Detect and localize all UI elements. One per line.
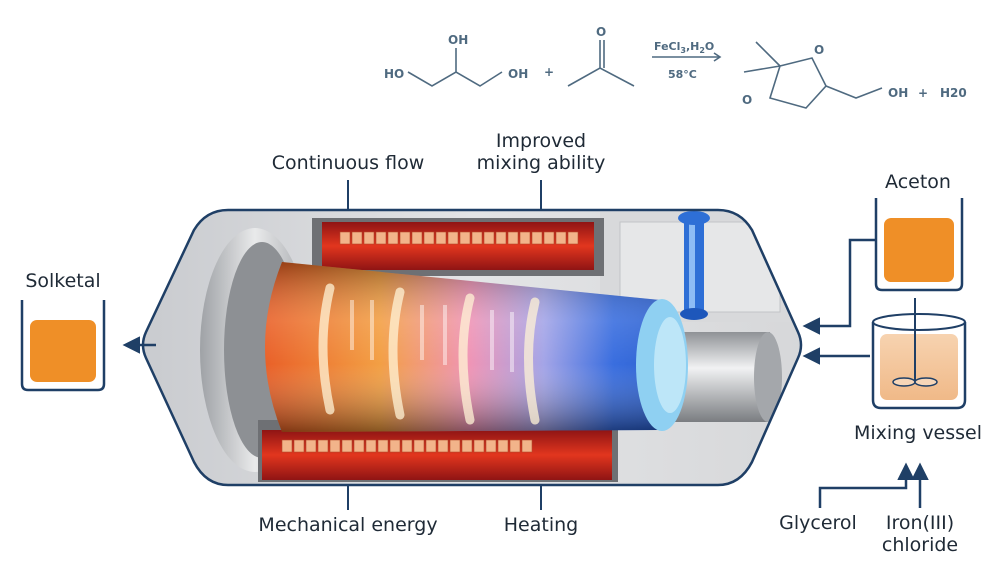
glycerol-oh-top: OH	[448, 33, 468, 47]
glycerol-label: Glycerol	[779, 512, 857, 534]
product-oxygen-top: O	[814, 43, 824, 57]
solketal-label: Solketal	[25, 270, 101, 292]
aceton-feed-line	[802, 238, 876, 335]
solketal-structure	[743, 41, 883, 109]
heating-label: Heating	[503, 514, 579, 536]
reactor-frame	[141, 208, 803, 487]
solketal-beaker	[20, 300, 106, 392]
mixing-vessel-liquid	[880, 334, 958, 400]
glycerol-oh-right: OH	[508, 67, 528, 81]
mixing-vessel-label: Mixing vessel	[853, 422, 983, 444]
reaction-scheme	[407, 40, 883, 109]
plus-sign-1: +	[544, 65, 554, 79]
stirrer-blade-right	[914, 377, 938, 387]
glycerol-structure	[407, 48, 503, 87]
mixing-vessel	[871, 322, 967, 410]
aceton-liquid	[884, 218, 954, 282]
glycerol-feed-line	[818, 462, 915, 508]
product-oxygen-left: O	[742, 93, 752, 107]
solketal-liquid	[30, 320, 96, 382]
mixing-vessel-rim	[872, 313, 966, 331]
improved-mixing-label: Improved mixing ability	[477, 130, 606, 174]
acetone-oxygen: O	[596, 25, 606, 39]
improved-mixing-line1: Improved	[495, 130, 587, 152]
glycerol-oh-left: HO	[384, 67, 404, 81]
product-oh: OH	[888, 86, 908, 100]
plus-sign-2: +	[918, 86, 928, 100]
acetone-structure	[567, 40, 635, 87]
catalyst-label: FeCl3,H2O	[654, 40, 714, 55]
aceton-beaker	[874, 198, 964, 292]
stirrer-blade-left	[892, 377, 916, 387]
iron-chloride-line1: Iron(III)	[885, 512, 955, 534]
water-label: H20	[940, 86, 967, 100]
improved-mixing-line2: mixing ability	[476, 152, 606, 174]
iron-chloride-line2: chloride	[881, 534, 959, 556]
mechanical-energy-label: Mechanical energy	[258, 514, 438, 536]
reactor-window	[143, 210, 801, 485]
iron-chloride-label: Iron(III) chloride	[882, 512, 958, 556]
aceton-label: Aceton	[885, 171, 951, 193]
continuous-flow-label: Continuous flow	[271, 152, 425, 174]
temperature-label: 58°C	[668, 68, 697, 81]
